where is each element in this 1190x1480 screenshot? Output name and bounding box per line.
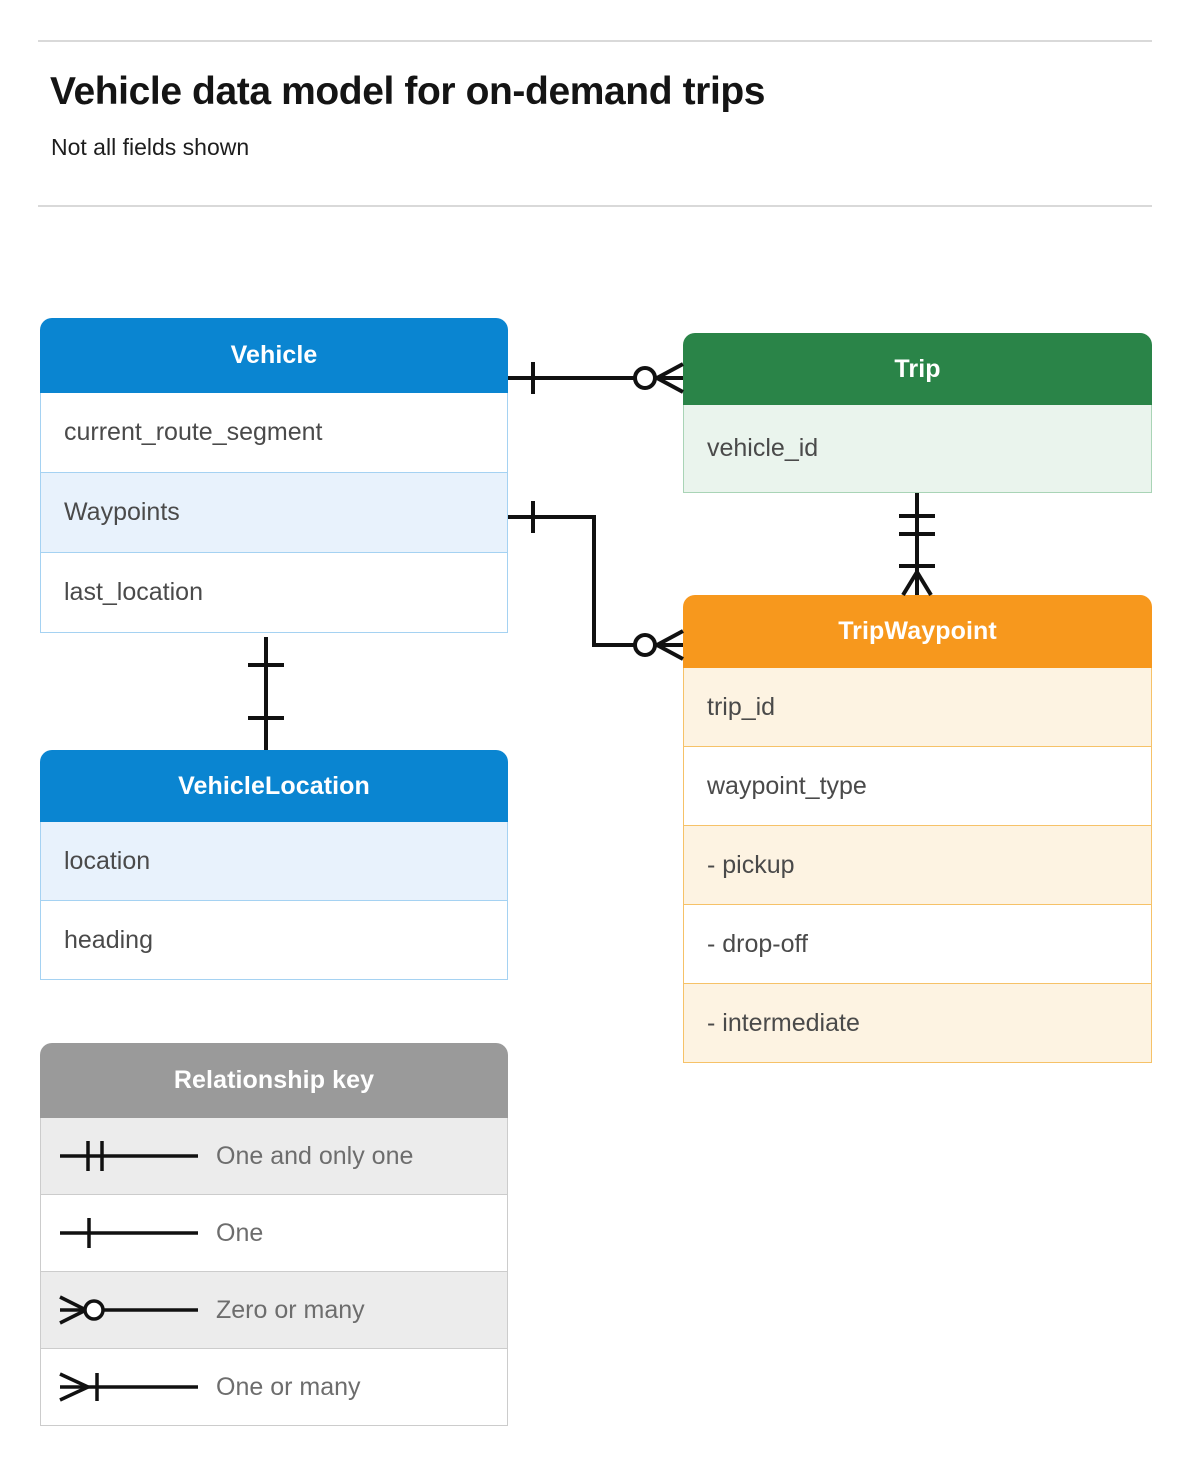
relationship-vehicle-vehiclelocation [248, 637, 284, 750]
header-divider-top [38, 40, 1152, 42]
legend-row-one-or-many: One or many [40, 1349, 508, 1426]
legend-label-zero-or-many: Zero or many [216, 1295, 365, 1324]
page-subtitle: Not all fields shown [51, 134, 250, 160]
entity-trip-waypoint-value-drop-off[interactable]: - drop-off [683, 905, 1152, 984]
entity-vehicle-field-waypoints[interactable]: Waypoints [40, 473, 508, 553]
header-divider-bottom [38, 205, 1152, 207]
legend-row-one-and-only-one: One and only one [40, 1118, 508, 1195]
legend-label-one-or-many: One or many [216, 1372, 361, 1401]
relationship-waypoints-tripwaypoint [508, 501, 684, 661]
entity-trip-title: Trip [683, 333, 1152, 405]
legend-label-one: One [216, 1218, 264, 1247]
relationship-vehicle-trip [508, 362, 684, 394]
entity-trip-waypoint-title: TripWaypoint [683, 595, 1152, 668]
entity-trip-waypoint-field-waypoint-type[interactable]: waypoint_type [683, 747, 1152, 826]
legend-label-one-and-only-one: One and only one [216, 1141, 414, 1170]
entity-vehicle[interactable]: Vehicle current_route_segment Waypoints … [40, 318, 508, 633]
relationship-key-legend: Relationship key One and only one One [40, 1043, 508, 1426]
entity-vehicle-field-current-route-segment[interactable]: current_route_segment [40, 393, 508, 473]
one-icon [41, 1213, 216, 1253]
legend-row-zero-or-many: Zero or many [40, 1272, 508, 1349]
entity-trip-waypoint-value-intermediate[interactable]: - intermediate [683, 984, 1152, 1063]
entity-vehicle-location-field-heading[interactable]: heading [40, 901, 508, 980]
entity-trip[interactable]: Trip vehicle_id [683, 333, 1152, 493]
entity-vehicle-title: Vehicle [40, 318, 508, 393]
page-title: Vehicle data model for on-demand trips [50, 70, 766, 113]
zero-or-many-icon [41, 1290, 216, 1330]
legend-row-one: One [40, 1195, 508, 1272]
entity-trip-waypoint-field-trip-id[interactable]: trip_id [683, 668, 1152, 747]
entity-vehicle-field-last-location[interactable]: last_location [40, 553, 508, 633]
entity-trip-field-vehicle-id[interactable]: vehicle_id [683, 405, 1152, 493]
one-or-many-icon [41, 1367, 216, 1407]
relationship-trip-tripwaypoint [899, 493, 935, 597]
relationship-key-title: Relationship key [40, 1043, 508, 1118]
entity-trip-waypoint[interactable]: TripWaypoint trip_id waypoint_type - pic… [683, 595, 1152, 1063]
one-and-only-one-icon [41, 1136, 216, 1176]
entity-vehicle-location-title: VehicleLocation [40, 750, 508, 822]
entity-vehicle-location-field-location[interactable]: location [40, 822, 508, 901]
entity-trip-waypoint-value-pickup[interactable]: - pickup [683, 826, 1152, 905]
entity-vehicle-location[interactable]: VehicleLocation location heading [40, 750, 508, 980]
